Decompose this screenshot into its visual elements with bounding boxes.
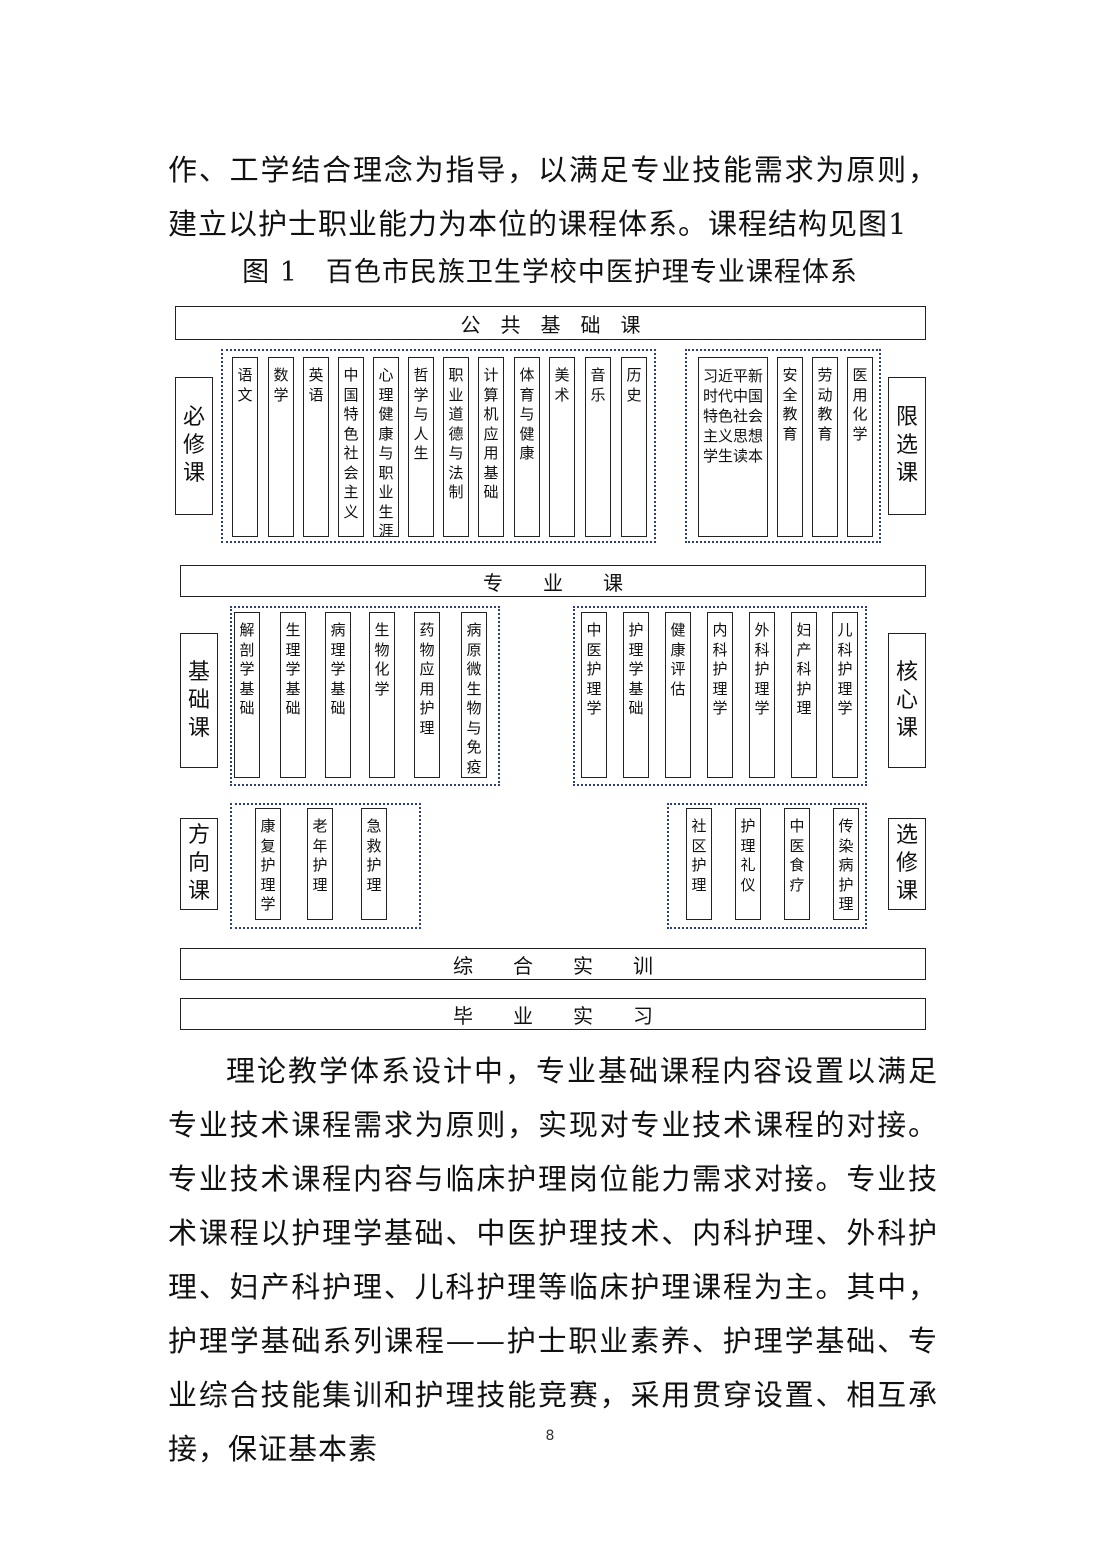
limited-elective-label: 限选课	[888, 377, 926, 515]
course-box: 生理学基础	[280, 612, 306, 778]
course-box: 哲学与人生	[408, 357, 434, 537]
intro-paragraph: 作、工学结合理念为指导，以满足专业技能需求为原则，建立以护士职业能力为本位的课程…	[168, 153, 938, 241]
course-box: 生物化学	[369, 612, 395, 778]
direction-group	[230, 803, 421, 929]
course-box: 习近平新时代中国特色社会主义思想学生读本	[698, 357, 768, 537]
course-box: 外科护理学	[749, 612, 775, 778]
course-box: 康复护理学	[255, 808, 281, 920]
core-label: 核心课	[888, 633, 926, 768]
course-box: 劳动教育	[812, 357, 838, 537]
direction-label: 方向课	[180, 818, 218, 910]
body-paragraph: 理论教学体系设计中，专业基础课程内容设置以满足专业技术课程需求为原则，实现对专业…	[168, 1054, 938, 1466]
course-box: 音乐	[585, 357, 611, 537]
course-box: 医用化学	[847, 357, 873, 537]
public-basic-bar: 公 共 基 础 课	[175, 306, 926, 340]
course-box: 健康评估	[665, 612, 691, 778]
course-box: 老年护理	[307, 808, 333, 920]
course-box: 妇产科护理	[791, 612, 817, 778]
required-group	[221, 349, 656, 543]
course-box: 心理健康与职业生涯	[373, 357, 399, 537]
course-box: 急救护理	[361, 808, 387, 920]
graduation-internship-bar: 毕 业 实 习	[180, 998, 926, 1030]
course-box: 护理礼仪	[735, 808, 761, 920]
limited-elective-group	[685, 349, 881, 543]
course-box: 内科护理学	[707, 612, 733, 778]
course-box: 计算机应用基础	[478, 357, 504, 537]
elective-label: 选修课	[888, 818, 926, 910]
course-box: 体育与健康	[514, 357, 540, 537]
course-box: 传染病护理	[833, 808, 859, 920]
course-box: 中医护理学	[581, 612, 607, 778]
course-box: 病原微生物与免疫	[461, 612, 487, 778]
course-box: 儿科护理学	[832, 612, 858, 778]
foundation-label: 基础课	[180, 633, 218, 768]
course-box: 中医食疗	[784, 808, 810, 920]
course-box: 中国特色社会主义	[338, 357, 364, 537]
figure-caption: 图 1 百色市民族卫生学校中医护理专业课程体系	[242, 257, 858, 288]
course-box: 解剖学基础	[234, 612, 260, 778]
course-box: 社区护理	[686, 808, 712, 920]
course-box: 语文	[232, 357, 258, 537]
course-box: 职业道德与法制	[443, 357, 469, 537]
page-number: 8	[545, 1428, 555, 1444]
course-box: 美术	[549, 357, 575, 537]
course-box: 历史	[621, 357, 647, 537]
course-box: 药物应用护理	[414, 612, 440, 778]
foundation-group	[230, 606, 500, 786]
professional-bar: 专 业 课	[180, 565, 926, 597]
course-box: 英语	[303, 357, 329, 537]
course-box: 病理学基础	[325, 612, 351, 778]
elective-group	[667, 803, 867, 929]
required-label: 必修课	[175, 377, 213, 515]
course-box: 安全教育	[777, 357, 803, 537]
course-box: 护理学基础	[623, 612, 649, 778]
comprehensive-training-bar: 综 合 实 训	[180, 948, 926, 980]
core-group	[573, 606, 867, 786]
course-box: 数学	[268, 357, 294, 537]
